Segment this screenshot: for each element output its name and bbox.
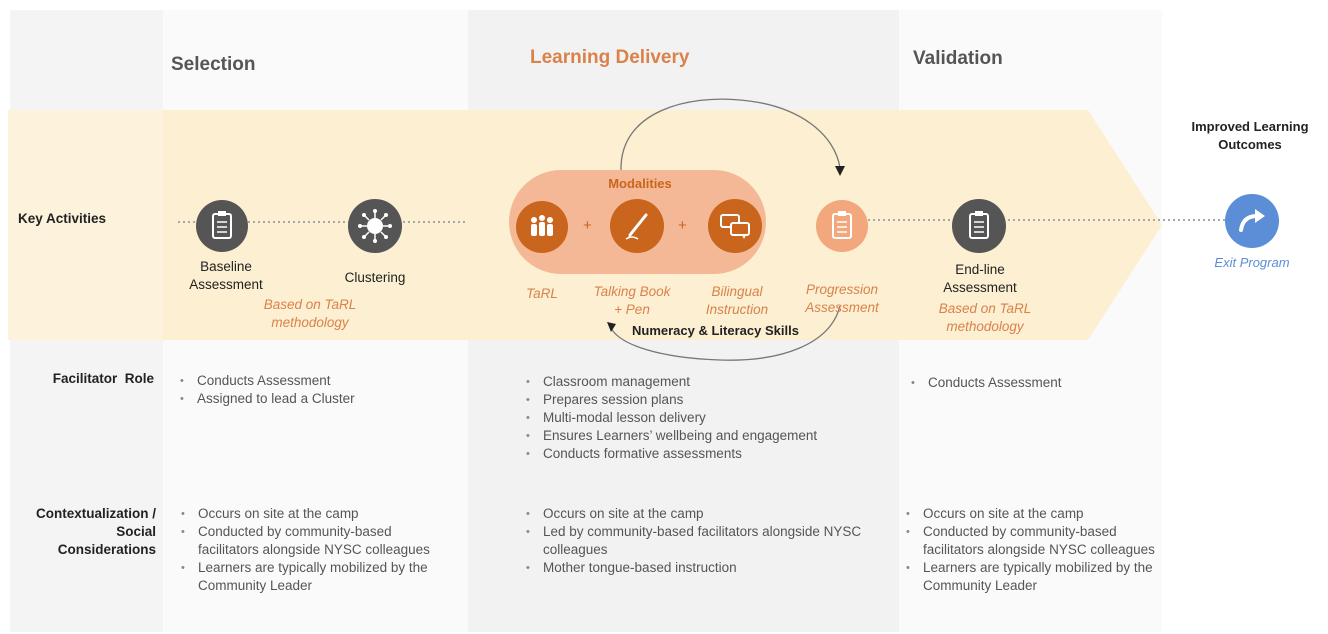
plus-sign: +	[583, 217, 592, 234]
phase-title-learning-delivery: Learning Delivery	[530, 47, 690, 68]
context-selection-list: Occurs on site at the camp Conducted by …	[178, 505, 448, 595]
list-item: Assigned to lead a Cluster	[177, 390, 457, 408]
tarl-methodology-note: Based on TaRL methodology	[240, 296, 380, 332]
row-label-context-line: Considerations	[57, 542, 156, 557]
baseline-assessment-node	[196, 200, 248, 252]
list-item: Multi-modal lesson delivery	[523, 409, 893, 427]
baseline-assessment-label: Baseline Assessment	[168, 258, 284, 294]
list-item: Conducts Assessment	[908, 374, 1153, 392]
clipboard-icon	[969, 211, 989, 239]
bilingual-instruction-label: Bilingual Instruction	[692, 283, 782, 319]
modalities-title: Modalities	[608, 176, 672, 191]
clipboard-icon	[212, 211, 232, 239]
list-item: Conducted by community-based facilitator…	[178, 523, 448, 559]
list-item: Led by community-based facilitators alon…	[523, 523, 868, 559]
row-label-key-activities: Key Activities	[18, 211, 107, 226]
outcome-title-text: Improved Learning	[1191, 119, 1309, 134]
row-label-contextualization: Contextualization / Social Consideration…	[10, 505, 156, 559]
pen-icon	[625, 213, 648, 240]
progression-assessment-node	[816, 200, 868, 252]
tarl-modality-node	[516, 201, 568, 253]
facilitator-role-validation-list: Conducts Assessment	[908, 374, 1153, 392]
context-validation-list: Occurs on site at the camp Conducted by …	[903, 505, 1158, 595]
improved-learning-outcomes-title: Improved Learning Outcomes	[1170, 118, 1328, 154]
bilingual-modality-node	[708, 199, 762, 253]
talking-book-text: + Pen	[614, 302, 650, 317]
row-label-context-line: Social	[116, 524, 156, 539]
baseline-assessment-text: Assessment	[189, 277, 263, 292]
tarl-methodology-text: Based on TaRL	[263, 297, 357, 312]
context-delivery-list: Occurs on site at the camp Led by commun…	[523, 505, 868, 577]
talking-book-modality-node	[610, 199, 664, 253]
bilingual-instruction-text: Bilingual	[711, 284, 763, 299]
progression-assessment-text: Progression	[805, 282, 879, 297]
tarl-methodology-text: methodology	[271, 315, 349, 330]
endline-methodology-text: methodology	[946, 319, 1024, 334]
endline-assessment-text: End-line	[955, 262, 1005, 277]
row-label-facilitator-role: Facilitator Role	[52, 371, 154, 386]
list-item: Ensures Learners’ wellbeing and engageme…	[523, 427, 893, 445]
talking-book-label: Talking Book + Pen	[580, 283, 684, 319]
endline-assessment-node	[952, 199, 1006, 253]
phase-title-selection: Selection	[171, 54, 256, 75]
clipboard-icon	[832, 211, 852, 239]
cluster-icon	[358, 209, 392, 243]
exit-program-node	[1225, 194, 1279, 248]
list-item: Mother tongue-based instruction	[523, 559, 868, 577]
list-item: Occurs on site at the camp	[523, 505, 868, 523]
endline-assessment-label: End-line Assessment	[925, 261, 1035, 297]
list-item: Conducts Assessment	[177, 372, 457, 390]
list-item: Learners are typically mobilized by the …	[178, 559, 448, 595]
group-icon	[531, 215, 553, 236]
exit-arrow-icon	[1239, 209, 1265, 232]
clustering-label: Clustering	[344, 270, 406, 285]
list-item: Learners are typically mobilized by the …	[903, 559, 1158, 595]
row-label-context-line: Contextualization /	[35, 506, 156, 521]
exit-program-label: Exit Program	[1214, 255, 1290, 270]
bilingual-instruction-text: Instruction	[705, 302, 769, 317]
tarl-modality-label: TaRL	[526, 286, 558, 301]
endline-methodology-note: Based on TaRL methodology	[915, 300, 1055, 336]
facilitator-role-delivery-list: Classroom management Prepares session pl…	[523, 373, 893, 463]
list-item: Conducted by community-based facilitator…	[903, 523, 1158, 559]
list-item: Conducts formative assessments	[523, 445, 893, 463]
list-item: Occurs on site at the camp	[178, 505, 448, 523]
list-item: Occurs on site at the camp	[903, 505, 1158, 523]
progression-assessment-label: Progression Assessment	[790, 281, 894, 317]
plus-sign: +	[678, 217, 687, 234]
clustering-node	[348, 199, 402, 253]
phase-title-validation: Validation	[913, 48, 1003, 69]
numeracy-literacy-label: Numeracy & Literacy Skills	[632, 323, 799, 338]
endline-assessment-text: Assessment	[943, 280, 1017, 295]
baseline-assessment-text: Baseline	[200, 259, 252, 274]
endline-methodology-text: Based on TaRL	[938, 301, 1032, 316]
progression-assessment-text: Assessment	[805, 300, 879, 315]
list-item: Prepares session plans	[523, 391, 893, 409]
list-item: Classroom management	[523, 373, 893, 391]
talking-book-text: Talking Book	[593, 284, 671, 299]
facilitator-role-selection-list: Conducts Assessment Assigned to lead a C…	[177, 372, 457, 408]
speech-bubbles-icon	[720, 214, 750, 239]
outcome-title-text: Outcomes	[1218, 137, 1282, 152]
